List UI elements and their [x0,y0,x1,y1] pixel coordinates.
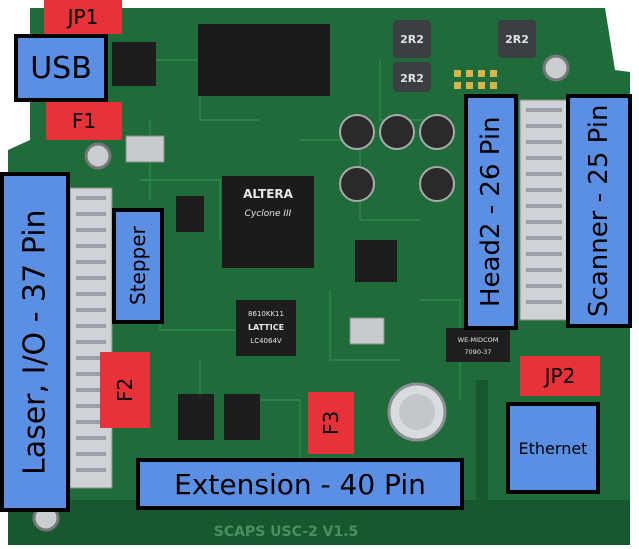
fpga-brand: ALTERA [243,187,294,201]
fpga-family: Cyclone III [245,209,292,219]
connector-37pin-body [69,187,113,489]
pin-header-column [476,380,488,500]
magnetics-part: 7090-37 [464,348,491,356]
board-name: SCAPS USC-2 V1.5 [214,524,359,540]
head2-label: Head2 - 26 Pin [464,94,518,330]
cpld-part: 8610KK11 [248,310,284,318]
mounting-hole-top-right [542,54,570,82]
cpld-brand: LATTICE [248,323,284,332]
jp2-label: JP2 [520,356,600,396]
inductor-mark-3: 2R2 [400,72,424,85]
mounting-hole-top-left [84,142,112,170]
laser-io-label: Laser, I/O - 37 Pin [0,172,70,512]
fpga-chip [222,176,314,268]
scanner-label: Scanner - 25 Pin [566,94,632,328]
connector-37pin-pins [76,196,106,472]
cpld-chip [236,300,296,356]
f2-label: F2 [100,352,150,428]
driver-ic-2 [224,394,260,440]
stepper-label: Stepper [112,208,164,324]
stepper-label-text: Stepper [126,226,150,306]
driver-ic-1 [178,394,214,440]
sdram-chip [198,24,330,96]
electrolytic-capacitors [339,114,455,202]
usb-controller-chip [112,42,156,86]
f3-label: F3 [308,392,354,454]
cpld-model: LC4064V [250,337,282,345]
jp1-label: JP1 [44,0,122,34]
scanner-label-text: Scanner - 25 Pin [584,104,614,318]
inductor-mark-1: 2R2 [400,33,424,46]
head2-label-text: Head2 - 26 Pin [476,116,506,308]
ethernet-magnetics [446,328,510,362]
f1-label: F1 [46,102,122,140]
pin-header [454,70,497,89]
magnetics-brand: WE-MIDCOM [458,336,499,344]
power-inductors [393,20,536,92]
usb-label: USB [14,34,108,102]
laser-io-label-text: Laser, I/O - 37 Pin [17,209,53,475]
ethernet-phy-chip [355,240,397,282]
ethernet-label: Ethernet [506,402,600,494]
f2-label-text: F2 [113,377,137,403]
small-ic-1 [176,196,204,232]
extension-label: Extension - 40 Pin [136,458,464,510]
inductor-mark-2: 2R2 [505,33,529,46]
silver-can-component [349,317,385,345]
f3-label-text: F3 [319,410,343,436]
crystal [125,135,165,163]
connector-25pin-pins [526,108,562,304]
connector-25pin-body [519,99,569,321]
